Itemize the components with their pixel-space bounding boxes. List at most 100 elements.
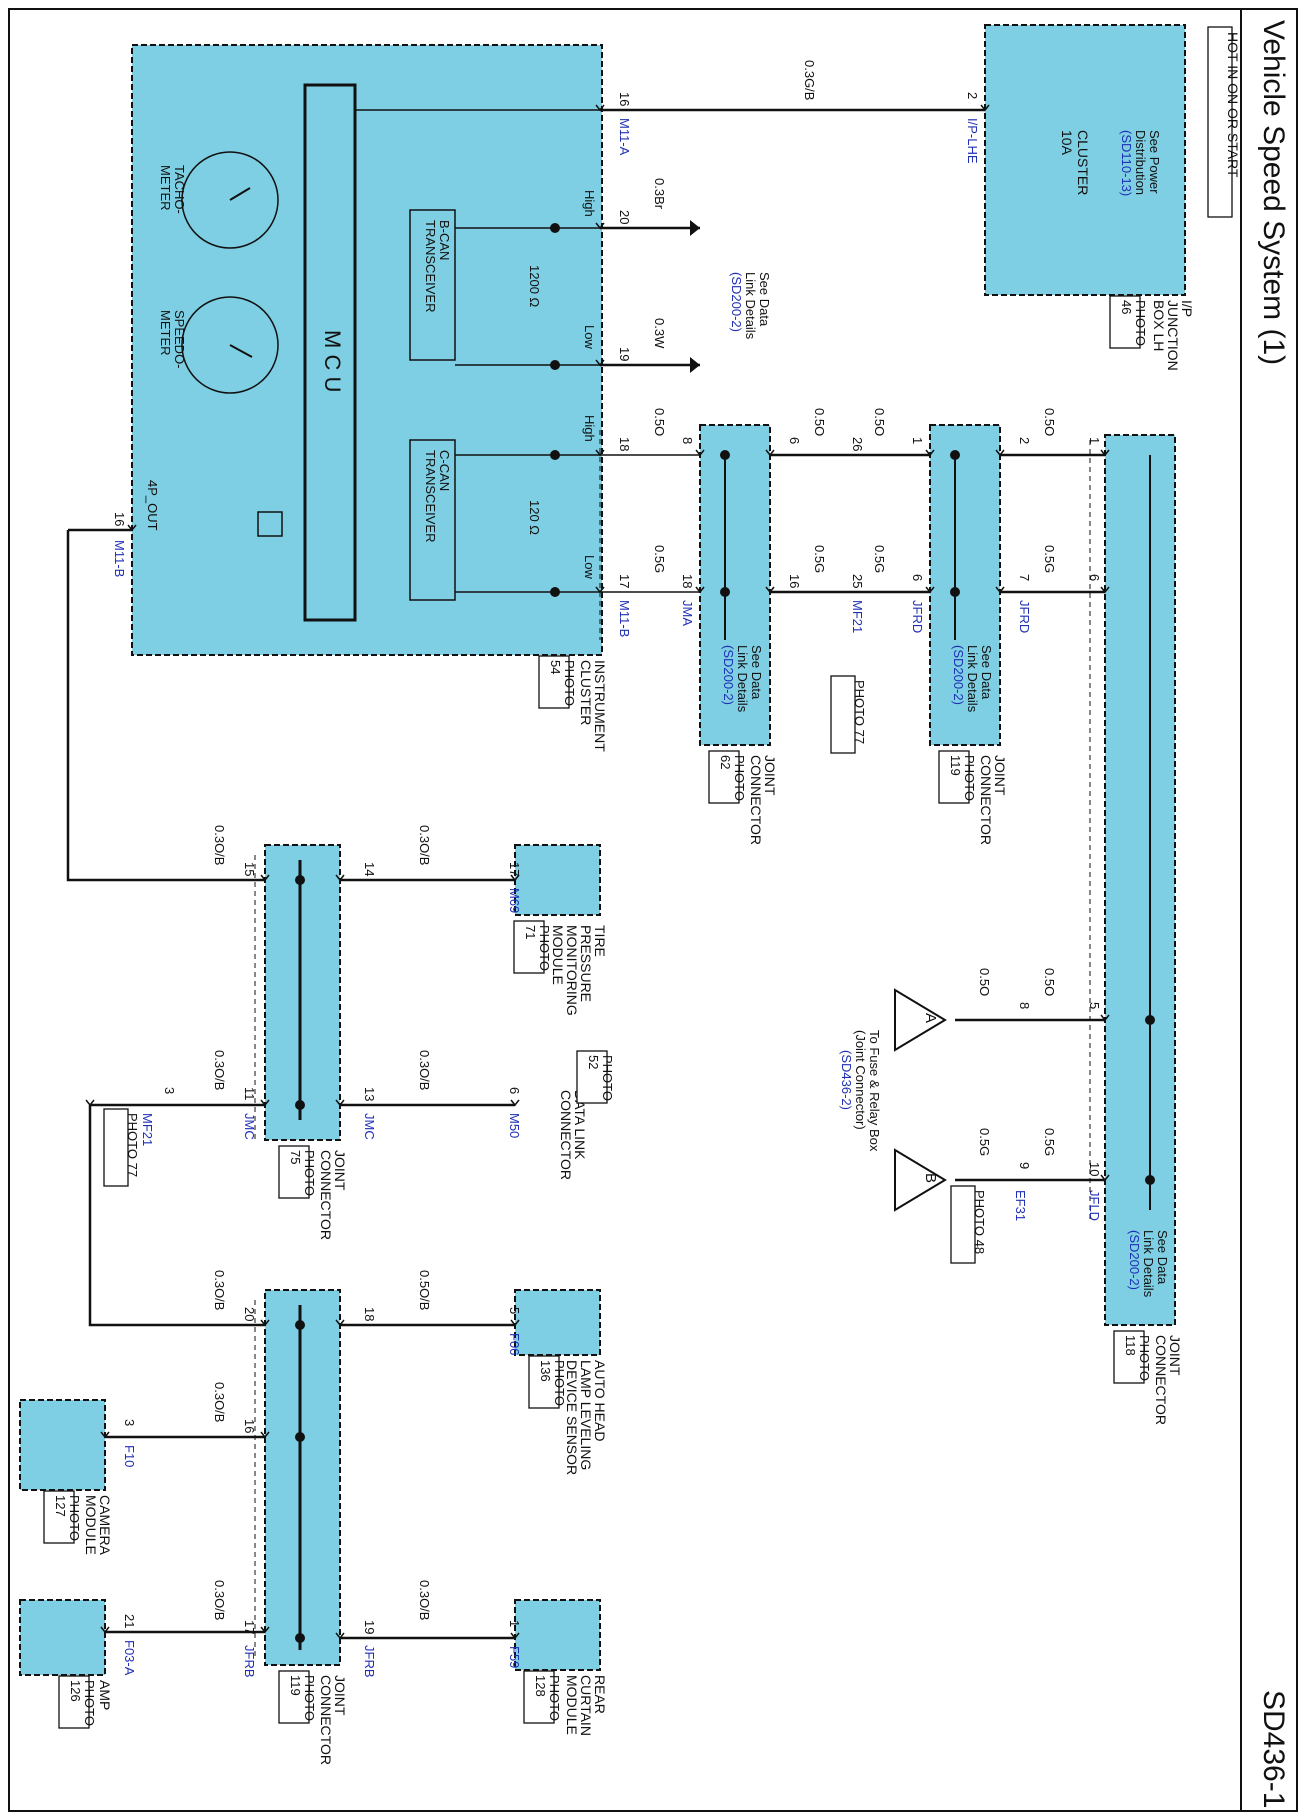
connector-id-20: M11-B — [112, 540, 127, 577]
wire-spec-22: 0.3O/B — [212, 1382, 227, 1422]
junction-dot-2 — [720, 587, 730, 597]
pin-number-14: 6 — [910, 574, 925, 581]
pin-mark-29 — [510, 1319, 520, 1327]
dlc-name-line-2: CONNECTOR — [558, 1090, 574, 1180]
pin-mark-9 — [765, 449, 775, 457]
wire-spec-6: 0.5O — [812, 408, 827, 436]
joint-connector-119a-box — [929, 424, 1001, 746]
pin-mark-3 — [595, 222, 605, 230]
connector-id-2: M11-A — [617, 118, 632, 156]
jc119a-photo-frame — [938, 750, 970, 804]
power-dist-note-line-1: See Power — [1147, 130, 1162, 194]
data-link-note-top-line-2: Link Details — [743, 272, 758, 340]
jc75-name-line-2: CONNECTOR — [318, 1150, 334, 1240]
tpms-name-line-1: TIRE — [592, 925, 608, 957]
pin-mark-1 — [595, 104, 605, 112]
joint-connector-75-box — [264, 844, 341, 1141]
headlamp-name-line-1: AUTO HEAD — [592, 1360, 608, 1441]
cluster-name-line-2: CLUSTER — [578, 660, 594, 725]
pin-mark-14 — [995, 586, 1005, 594]
junction-dot-10 — [295, 1432, 305, 1442]
wire-spec-3: 0.3W — [652, 318, 667, 349]
fuse-relay-note-line-2: (Joint Connector) — [853, 1030, 868, 1130]
mf21-photo-ref-2: PHOTO 77 — [125, 1113, 140, 1177]
pin-number-22: 9 — [1017, 1162, 1032, 1169]
pin-number-26: 17 — [507, 862, 522, 876]
jc119a-name-line-2: CONNECTOR — [978, 755, 994, 845]
pin-number-7: 8 — [680, 437, 695, 444]
wire-mf21-jfrb — [88, 1105, 265, 1327]
wire-spec-2: 0.3Br — [652, 178, 667, 210]
jc75-name-line-1: JOINT — [332, 1150, 348, 1191]
wire-spec-24: 0.3O/B — [212, 1580, 227, 1620]
joint-connector-62-box — [699, 424, 771, 746]
headlamp-photo-line-1: PHOTO — [552, 1360, 567, 1406]
pin-mark-30 — [100, 1431, 110, 1439]
data-link-ref-top: (SD200-2) — [729, 272, 744, 332]
arrow-bcan-high — [690, 220, 700, 236]
instrument-cluster-box — [131, 44, 603, 656]
pin-mark-21 — [335, 874, 345, 882]
connector-id-14: F06 — [507, 1333, 522, 1355]
ip-junction-photo-line-2: 46 — [1119, 300, 1134, 314]
pin-number-9: 6 — [787, 437, 802, 444]
jc118-photo-line-1: PHOTO — [1137, 1335, 1152, 1381]
jc75-photo-line-1: PHOTO — [302, 1150, 317, 1196]
amp-box — [19, 1599, 106, 1676]
hot-label-frame — [1207, 26, 1233, 218]
pin-mark-25 — [510, 1099, 520, 1107]
offpage-b-triangle — [894, 1148, 947, 1212]
pin-number-17: 1 — [1087, 437, 1102, 444]
pin-number-18: 6 — [1087, 574, 1102, 581]
connector-id-8: JFLD — [1087, 1190, 1102, 1221]
tpms-name-line-2: PRESSURE — [578, 925, 594, 1002]
pin-mark-19 — [127, 524, 137, 532]
pin-number-12: 25 — [850, 574, 865, 588]
pin-number-32: 18 — [362, 1307, 377, 1321]
wire-spec-16: 0.3O/B — [417, 825, 432, 865]
pin-mark-17 — [1100, 1014, 1110, 1022]
wire-spec-19: 0.3O/B — [212, 1050, 227, 1090]
connector-id-11: M50 — [507, 1113, 522, 1138]
data-link-note-119-line-2: Link Details — [965, 645, 980, 713]
connector-id-17: F03-A — [122, 1640, 137, 1676]
tachometer-label-line-1: TACHO- — [172, 165, 187, 214]
speedometer-needle — [229, 344, 253, 358]
pin-mark-34 — [100, 1626, 110, 1634]
pin-mark-2 — [980, 104, 990, 112]
curtain-photo-line-2: 128 — [533, 1675, 548, 1697]
wire-spec-15: 0.5G — [977, 1128, 992, 1156]
junction-dot-15 — [550, 587, 560, 597]
jc119a-photo-line-2: 119 — [948, 755, 963, 776]
curtain-photo-line-1: PHOTO — [547, 1675, 562, 1721]
camera-name-line-2: MODULE — [83, 1495, 99, 1555]
pin-number-1: 2 — [965, 92, 980, 99]
tpms-photo-line-2: 71 — [523, 925, 538, 939]
tachometer-gauge — [181, 151, 279, 249]
pin-mark-5 — [595, 449, 605, 457]
cluster-photo-line-2: 54 — [548, 660, 563, 674]
pin-number-31: 20 — [242, 1307, 257, 1321]
b-can-label-line-2: TRANSCEIVER — [423, 220, 438, 312]
pin-mark-32 — [335, 1632, 345, 1640]
b-can-low-label: Low — [582, 325, 597, 349]
jc62-photo-line-1: PHOTO — [732, 755, 747, 801]
ef31-photo-ref: PHOTO 48 — [972, 1190, 987, 1254]
pin-number-3: 20 — [617, 210, 632, 224]
dlc-name-line-1: DATA LINK — [572, 1090, 588, 1160]
pin-number-30: 3 — [162, 1087, 177, 1094]
connector-id-15: F10 — [122, 1445, 137, 1467]
jc119a-name-line-1: JOINT — [992, 755, 1008, 796]
connector-id-19: JFRB — [362, 1645, 377, 1678]
pin-number-29: 6 — [507, 1087, 522, 1094]
mcu-frame — [303, 83, 357, 622]
jc75-photo-line-2: 75 — [288, 1150, 303, 1164]
pin-mark-18 — [1100, 1174, 1110, 1182]
jc118-name-line-1: JOINT — [1167, 1335, 1183, 1376]
c-can-high-label: High — [582, 415, 597, 442]
data-link-note-119-line-1: See Data — [979, 645, 994, 700]
amp-photo-frame — [58, 1675, 90, 1729]
pin-mark-23 — [260, 1099, 270, 1107]
jc119b-photo-frame — [278, 1670, 310, 1724]
